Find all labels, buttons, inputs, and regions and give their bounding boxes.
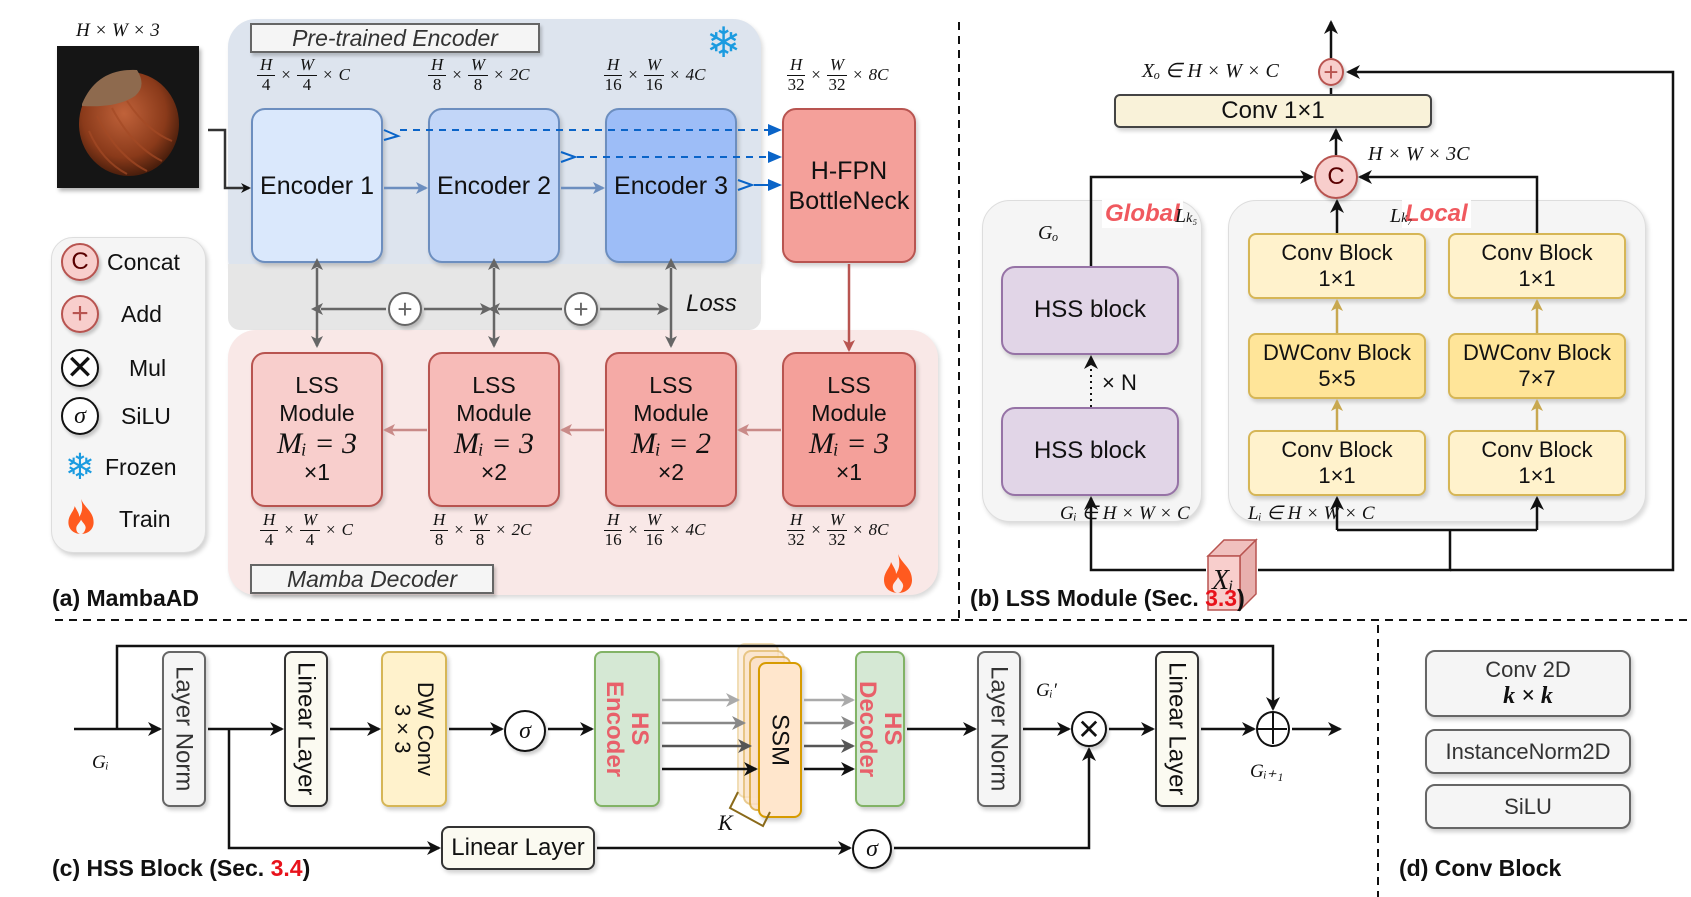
hss-block-top[interactable]: HSS block [1001, 266, 1179, 355]
silu-icon: σ [61, 397, 99, 435]
k-label: K [718, 810, 733, 835]
lk7-label: Lk₇ [1390, 205, 1413, 227]
linear-layer-1[interactable]: Linear Layer [284, 651, 328, 807]
legend-label: SiLU [121, 402, 171, 429]
mul-icon: ✕ [61, 349, 99, 387]
encoder-3[interactable]: Encoder 3 [605, 108, 737, 263]
caption-c: (c) HSS Block (Sec. 3.4) [52, 855, 311, 881]
instancenorm2d-box[interactable]: InstanceNorm2D [1425, 729, 1631, 774]
conv-1x1-box[interactable]: Conv 1×1 [1114, 94, 1432, 128]
legend-item-concat: C Concat [52, 238, 205, 286]
loss-add-icon-2: + [564, 292, 598, 326]
add-icon [1256, 711, 1290, 747]
concat-icon: C [1314, 155, 1358, 199]
caption-d: (d) Conv Block [1399, 855, 1562, 881]
repeat-n-label: × N [1102, 370, 1137, 395]
concat-icon: C [61, 243, 99, 281]
loss-region [228, 264, 761, 330]
hazelnut-image [79, 69, 179, 176]
bottleneck-line2: BottleNeck [788, 186, 910, 215]
silu-icon-2: σ [852, 829, 892, 869]
encoder-2[interactable]: Encoder 2 [428, 108, 560, 263]
ssm-block[interactable]: SSM [758, 662, 802, 818]
flame-icon [878, 552, 918, 600]
input-dim-label: H × W × 3 [76, 20, 160, 41]
layer-norm-2[interactable]: Layer Norm [977, 651, 1021, 807]
lk5-label: Lk₅ [1175, 205, 1198, 227]
concat-dim-label: H × W × 3C [1368, 143, 1470, 165]
legend-box: C Concat + Add ✕ Mul σ SiLU ❄ Frozen Tra… [51, 237, 206, 553]
layer-norm-1[interactable]: Layer Norm [162, 651, 206, 807]
encoder-2-label: Encoder 2 [437, 171, 551, 200]
linear-layer-2[interactable]: Linear Layer [1155, 651, 1199, 807]
add-icon: + [61, 295, 99, 333]
flame-icon [63, 496, 99, 542]
gi-next-label: Gᵢ₊₁ [1250, 761, 1284, 782]
hss-block-bottom[interactable]: HSS block [1001, 407, 1179, 496]
encoder-1[interactable]: Encoder 1 [251, 108, 383, 263]
output-label: Xₒ ∈ H × W × C [1142, 60, 1279, 82]
legend-label: Mul [129, 354, 167, 381]
legend-item-frozen: ❄ Frozen [52, 443, 205, 491]
global-tag: Global [1102, 200, 1183, 228]
legend-label: Train [119, 505, 171, 532]
silu-box[interactable]: SiLU [1425, 784, 1631, 829]
caption-b: (b) LSS Module (Sec. 3.3) [970, 585, 1245, 611]
input-image [57, 46, 199, 188]
legend-item-add: + Add [52, 290, 205, 338]
mul-icon: ✕ [1071, 711, 1107, 747]
li-label: Lᵢ ∈ H × W × C [1248, 503, 1375, 524]
silu-icon-1: σ [504, 710, 546, 752]
gi-prime-label: Gᵢ′ [1036, 680, 1057, 701]
legend-label: Concat [107, 248, 180, 275]
legend-item-silu: σ SiLU [52, 392, 205, 440]
linear-layer-bottom[interactable]: Linear Layer [441, 826, 595, 870]
legend-item-mul: ✕ Mul [52, 344, 205, 392]
mamba-decoder-title: Mamba Decoder [250, 564, 494, 594]
xi-cube [1206, 536, 1258, 612]
legend-item-train: Train [52, 493, 205, 545]
go-label: Gₒ [1038, 222, 1059, 244]
loss-add-icon-1: + [388, 292, 422, 326]
caption-a: (a) MambaAD [52, 585, 199, 611]
bottleneck-line1: H-FPN [810, 156, 888, 185]
local-tag: Local [1402, 200, 1471, 228]
legend-label: Frozen [105, 453, 177, 480]
legend-label: Add [121, 300, 162, 327]
pretrained-encoder-title: Pre-trained Encoder [250, 23, 540, 53]
encoder-1-label: Encoder 1 [260, 171, 374, 200]
snowflake-icon: ❄ [64, 446, 96, 487]
gi-input-label: Gᵢ [92, 752, 109, 773]
output-add-icon: + [1318, 58, 1344, 86]
gi-label: Gᵢ ∈ H × W × C [1060, 503, 1190, 524]
xi-label: Xᵢ [1212, 565, 1234, 596]
encoder-3-label: Encoder 3 [614, 171, 728, 200]
snowflake-icon: ❄ [706, 19, 742, 66]
loss-label: Loss [686, 290, 737, 317]
